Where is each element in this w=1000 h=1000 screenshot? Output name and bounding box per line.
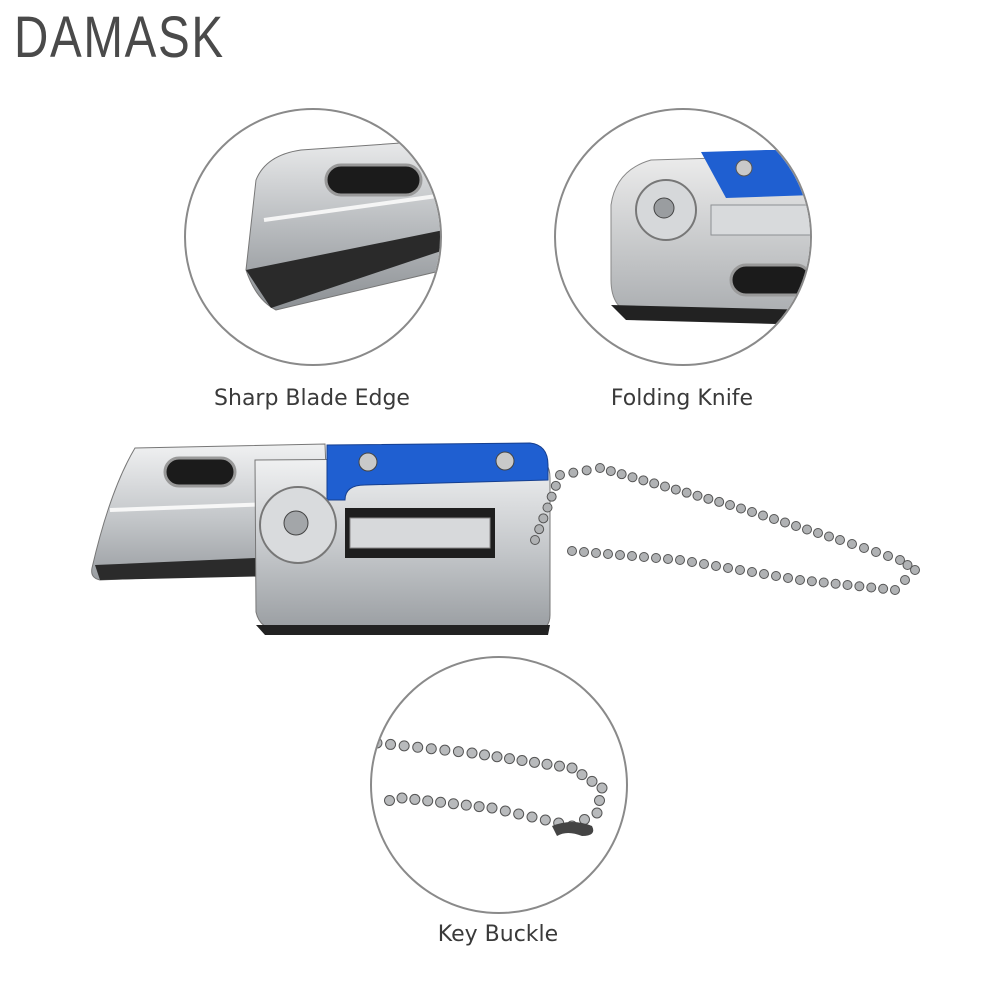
- blade-edge-closeup: [245, 139, 440, 311]
- detail-circle-folding-knife: [554, 108, 812, 366]
- knife-keychain-photo: [91, 442, 920, 635]
- caption-key-buckle: Key Buckle: [437, 922, 559, 947]
- detail-circle-blade-edge: [184, 108, 442, 366]
- pivot-closeup: [610, 150, 810, 325]
- blue-scale: [326, 442, 549, 501]
- detail-circle-key-buckle: [370, 656, 628, 914]
- caption-folding-knife: Folding Knife: [610, 386, 754, 411]
- brand-logo: DAMASK: [14, 5, 225, 70]
- ball-chain: [530, 463, 920, 595]
- caption-blade-edge: Sharp Blade Edge: [214, 386, 410, 411]
- ball-chain-closeup: [372, 737, 608, 836]
